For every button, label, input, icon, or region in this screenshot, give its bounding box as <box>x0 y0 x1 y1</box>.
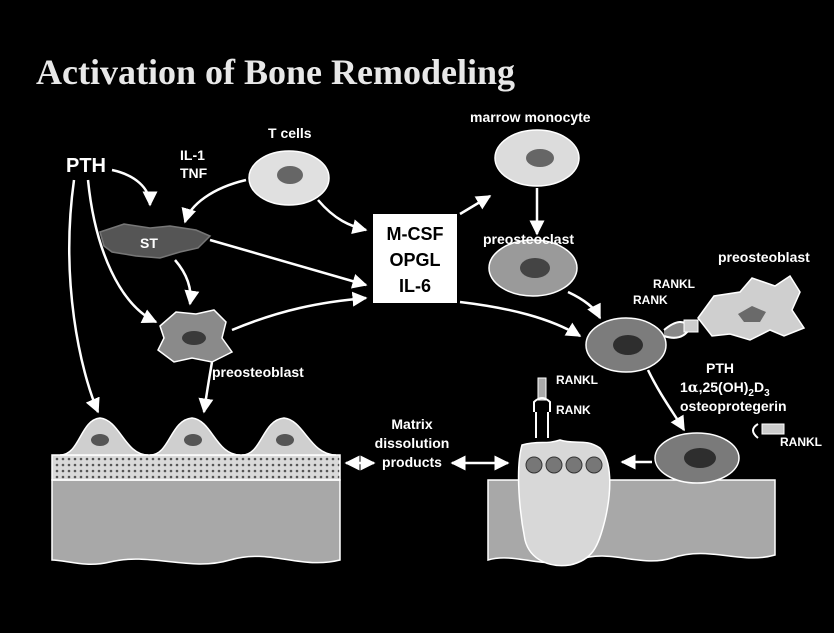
label-vitamin-d: 1α,25(OH)2D3 <box>680 379 770 399</box>
label-matrix-2: dissolution <box>375 435 450 451</box>
label-rank-top: RANK <box>633 293 668 307</box>
label-preosteoclast: preosteoclast <box>483 231 574 247</box>
arrow-box-to-monocyte <box>460 196 490 214</box>
osteoclast-cell-mid <box>586 318 666 372</box>
arrow-st-to-box <box>210 240 366 285</box>
label-preosteoblast-left: preosteoblast <box>212 364 304 380</box>
arrow-preosteoblast-to-box <box>232 298 366 330</box>
box-line-opgl: OPGL <box>389 250 440 270</box>
label-rankl-top: RANKL <box>653 277 695 291</box>
label-il1: IL-1 <box>180 147 205 163</box>
rank-rankl-receptor-icon <box>534 378 550 438</box>
label-marrow-monocyte: marrow monocyte <box>470 109 591 125</box>
arrow-tcell-to-st <box>185 180 246 222</box>
label-rankl-opg: RANKL <box>780 435 822 449</box>
marrow-monocyte-cell <box>495 130 579 186</box>
label-t-cells: T cells <box>268 125 312 141</box>
label-tnf: TNF <box>180 165 208 181</box>
label-preosteoblast-right: preosteoblast <box>718 249 810 265</box>
label-rank-mid: RANK <box>556 403 591 417</box>
box-line-mcsf: M-CSF <box>387 224 444 244</box>
arrow-osteoclast-to-bone <box>648 370 684 430</box>
arrow-st-to-preosteoblast <box>175 260 190 304</box>
rank-rankl-binding-icon <box>664 320 698 338</box>
arrow-pth-to-st <box>112 170 150 205</box>
preosteoclast-cell <box>489 240 577 296</box>
arrow-preosteoclast-to-osteoclast <box>568 292 600 318</box>
box-line-il6: IL-6 <box>399 276 431 296</box>
label-rankl-mid: RANKL <box>556 373 598 387</box>
lining-cell-3 <box>242 418 336 455</box>
label-pth-right: PTH <box>706 360 734 376</box>
label-st: ST <box>140 235 158 251</box>
osteoclast-nucleus-4 <box>586 457 602 473</box>
preosteoblast-left-nucleus <box>182 331 206 345</box>
t-cell <box>249 151 329 205</box>
osteoclast-nucleus-3 <box>566 457 582 473</box>
arrow-box-to-osteoclast <box>460 302 580 336</box>
arrow-tcell-to-box <box>318 200 366 230</box>
osteoclast-nucleus-1 <box>526 457 542 473</box>
arrow-preosteoblast-to-lining <box>204 362 212 412</box>
osteoclast-nucleus-2 <box>546 457 562 473</box>
lining-cell-2 <box>150 418 240 455</box>
page-title: Activation of Bone Remodeling <box>36 52 515 92</box>
left-bone-osteoid-layer <box>52 455 340 480</box>
lining-cell-1 <box>60 418 148 455</box>
left-bone-base <box>52 480 340 564</box>
label-matrix-3: products <box>382 454 442 470</box>
label-osteoprotegerin: osteoprotegerin <box>680 398 787 414</box>
label-pth-left: PTH <box>66 155 106 177</box>
label-matrix-1: Matrix <box>391 416 432 432</box>
osteoclast-cell-bottom <box>655 433 739 483</box>
